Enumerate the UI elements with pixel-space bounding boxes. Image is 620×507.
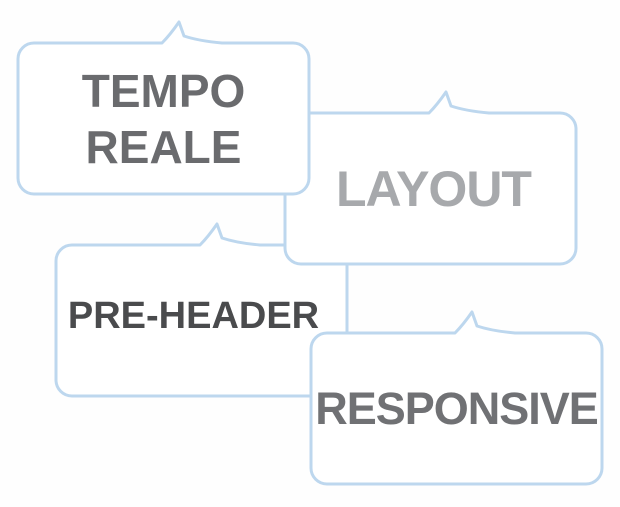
bubble-responsive: RESPONSIVE [309,310,604,486]
label-line: RESPONSIVE [315,382,599,434]
label-line: PRE-HEADER [67,295,320,337]
bubble-label-layout: LAYOUT [285,113,576,264]
speech-bubble-outline [16,20,311,196]
callout-shape [16,20,311,196]
bubble-label-tempo-reale: TEMPO REALE [18,43,309,194]
bubble-pre-header: PRE-HEADER [54,222,349,398]
speech-bubble-outline [283,90,578,266]
callout-shape [283,90,578,266]
label-line: LAYOUT [336,160,532,217]
label-line: REALE [85,120,242,173]
bubble-layout: LAYOUT [283,90,578,266]
bubble-tempo-reale: TEMPO REALE [16,20,311,196]
callout-shape [309,310,604,486]
bubble-label-responsive: RESPONSIVE [311,333,602,484]
label-line: TEMPO [81,64,246,117]
speech-bubble-outline [309,310,604,486]
bubble-label-pre-header: PRE-HEADER [56,245,347,396]
